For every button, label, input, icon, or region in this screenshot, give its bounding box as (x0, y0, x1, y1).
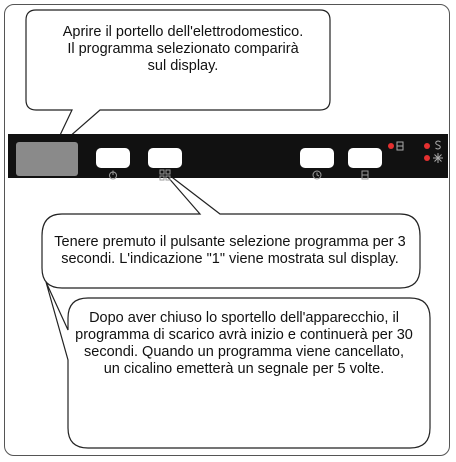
delay-timer-button[interactable] (300, 148, 334, 168)
half-load-led (388, 143, 394, 149)
rinse-aid-icon (433, 153, 443, 166)
callout-bubble-after-close (45, 281, 431, 449)
callout-bubble-hold-button (41, 167, 421, 289)
callout-bubble-open-door (25, 9, 331, 153)
half-load-icon (355, 170, 375, 182)
program-select-button[interactable] (148, 148, 182, 168)
rinse-aid-led (424, 155, 430, 161)
program-grid-icon (155, 169, 175, 183)
salt-icon (434, 140, 442, 153)
program-display (16, 142, 78, 176)
clock-icon (307, 170, 327, 182)
callout-text-open-door: Aprire il portello dell'elettrodomestico… (62, 24, 304, 74)
outer-frame (4, 4, 450, 456)
salt-led (424, 143, 430, 149)
power-icon (103, 170, 123, 182)
callout-text-after-close: Dopo aver chiuso lo sportello dell'appar… (75, 310, 413, 377)
half-load-indicator-icon (396, 141, 404, 154)
callout-text-hold-button: Tenere premuto il pulsante selezione pro… (54, 234, 406, 267)
power-button[interactable] (96, 148, 130, 168)
half-load-button[interactable] (348, 148, 382, 168)
